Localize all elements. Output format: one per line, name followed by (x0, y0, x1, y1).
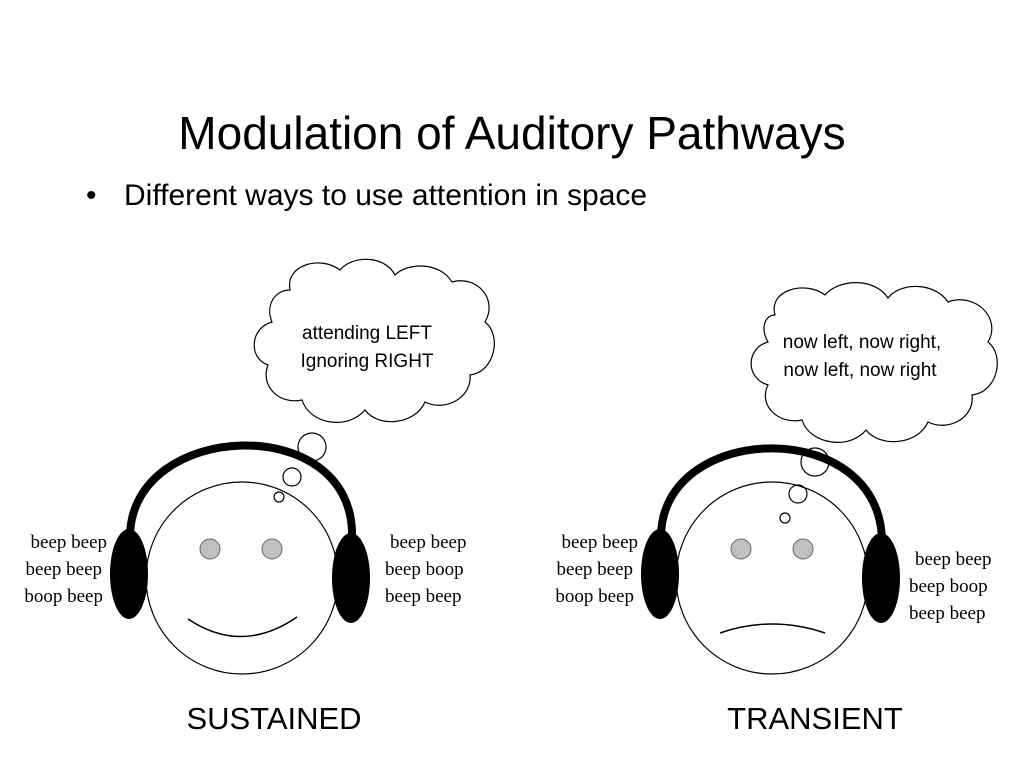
face (145, 481, 339, 675)
mouth-frown (719, 623, 826, 634)
left-eye (199, 538, 221, 560)
right-ear-line-3: beep beep (385, 586, 461, 607)
right-eye (792, 538, 814, 560)
left-earcup (110, 529, 148, 619)
thought-line-2: Ignoring RIGHT (300, 351, 433, 372)
headphone-band (657, 444, 887, 546)
right-earcup (862, 533, 900, 623)
right-ear-line-3: beep beep (909, 603, 985, 624)
thought-cloud (253, 258, 495, 423)
thought-bubble-small (779, 512, 791, 524)
left-ear-line-3: boop beep (555, 586, 634, 607)
left-ear-line-1: beep beep (31, 532, 107, 553)
left-ear-line-1: beep beep (562, 532, 638, 553)
left-eye (730, 538, 752, 560)
thought-bubble-medium (282, 467, 302, 487)
thought-line-1: now left, now right, (783, 332, 941, 353)
left-ear-line-3: boop beep (24, 586, 103, 607)
right-ear-line-1: beep beep (915, 549, 991, 570)
thought-line-1: attending LEFT (302, 323, 432, 344)
left-ear-line-2: beep beep (557, 559, 633, 580)
left-earcup (641, 529, 679, 619)
right-ear-line-2: beep boop (385, 559, 464, 580)
panel-sustained: attending LEFT Ignoring RIGHT beep beep … (24, 258, 495, 736)
thought-cloud (750, 282, 998, 443)
bullet-point: • Different ways to use attention in spac… (86, 176, 647, 216)
thought-line-2: now left, now right (783, 360, 937, 381)
face (675, 481, 869, 675)
right-eye (261, 538, 283, 560)
mouth-smile (187, 616, 298, 638)
panel-label: SUSTAINED (186, 701, 361, 736)
panel-transient: now left, now right, now left, now right… (555, 282, 998, 736)
right-earcup (332, 533, 370, 623)
thought-bubble-small (273, 491, 285, 503)
panel-label: TRANSIENT (727, 701, 903, 736)
bullet-text: Different ways to use attention in space (124, 179, 648, 212)
headphone-band (126, 441, 357, 538)
bullet-dot: • (86, 179, 97, 212)
left-ear-line-2: beep beep (26, 559, 102, 580)
right-ear-line-1: beep beep (390, 532, 466, 553)
slide-title: Modulation of Auditory Pathways (178, 107, 846, 159)
right-ear-line-2: beep boop (909, 576, 988, 597)
